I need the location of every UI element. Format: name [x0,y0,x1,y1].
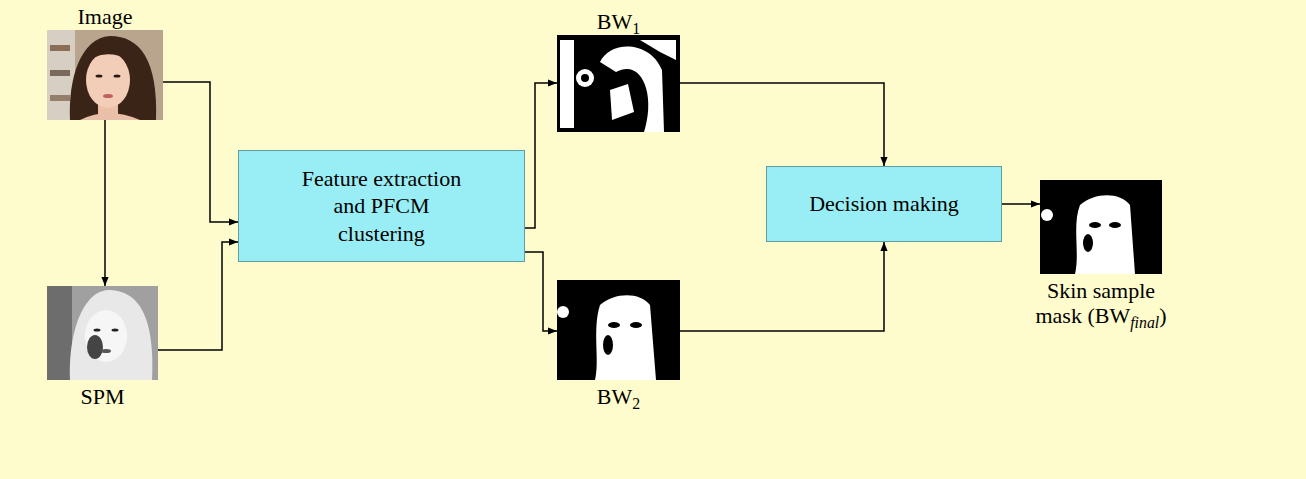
text-run: Feature extraction and PFCM clustering [302,166,461,246]
box-label: Decision making [809,190,959,218]
face-photo-part [47,30,163,120]
process-box: Feature extraction and PFCM clustering [238,150,525,262]
face-photo-part [114,74,121,77]
face-photo-part [86,52,130,108]
flow-arrow [680,83,884,166]
flow-arrow [680,242,884,331]
spm-photo-part [112,328,119,331]
final-mask-part [1040,180,1162,274]
text-run: Decision making [809,191,959,216]
bw1-mask-part [610,84,634,120]
flow-arrow [104,120,106,286]
subscript: 1 [632,20,640,37]
bw2-mask-part [608,322,620,328]
bw2-mask-part [630,322,642,328]
final-mask [1040,180,1162,274]
final-mask-part [1041,209,1053,221]
spm-photo-part [70,290,153,380]
text-run: ) [1159,303,1166,328]
image-panel: Image [47,30,163,120]
subscript: final [1130,315,1159,332]
spm-photo-part [101,349,111,353]
face-photo-part [50,70,70,76]
bw1-mask-part [600,46,664,132]
face-photo-part [103,94,113,98]
image-panel: SPM [47,286,158,380]
flow-arrow [1002,203,1040,205]
bw2-mask-part [557,306,569,318]
flow-arrow [158,242,238,350]
spm-photo-part [85,310,127,362]
image-caption: Skin sample mask (BWfinal) [1026,278,1176,329]
face-photo-part [80,113,140,120]
text-run: BW [597,9,632,34]
image-caption: BW2 [597,384,640,409]
bw1-mask-part [560,40,574,128]
face-photo-part [70,36,156,120]
text-run: BW [597,384,632,409]
face-photo-part [96,74,103,77]
bw2-mask-part [595,295,656,380]
final-mask-part [1075,195,1135,274]
bw2-mask [557,280,680,380]
face-photo [47,30,163,120]
process-box: Decision making [766,166,1002,242]
final-mask-part [1089,222,1101,228]
spm-photo-part [94,328,101,331]
spm-photo-part [87,335,103,359]
bw1-mask-part [581,74,589,82]
image-caption: SPM [80,384,124,409]
bw1-mask [557,35,680,132]
image-caption: BW1 [597,9,640,34]
face-photo-part [50,45,70,51]
final-mask-part [1109,222,1121,228]
face-photo-part [86,50,132,66]
image-panel: Skin sample mask (BWfinal) [1040,180,1162,274]
spm-photo-part [47,286,72,380]
bw1-mask-part [557,35,680,132]
subscript: 2 [632,395,640,412]
image-caption: Image [78,4,133,29]
face-photo-part [50,95,70,101]
image-panel: BW1 [557,35,680,132]
box-label: Feature extraction and PFCM clustering [292,165,472,248]
spm-photo [47,286,158,380]
final-mask-part [1083,234,1093,252]
flow-arrow [525,252,557,331]
bw1-mask-part [576,69,594,87]
flow-arrow [163,82,238,222]
image-panel: BW2 [557,280,680,380]
text-run: Image [78,4,133,29]
bw2-mask-part [603,335,613,355]
bw1-mask-part [640,40,676,60]
bw2-mask-part [557,280,680,380]
flow-arrow [525,83,557,228]
text-run: SPM [80,384,124,409]
spm-photo-part [47,286,158,380]
